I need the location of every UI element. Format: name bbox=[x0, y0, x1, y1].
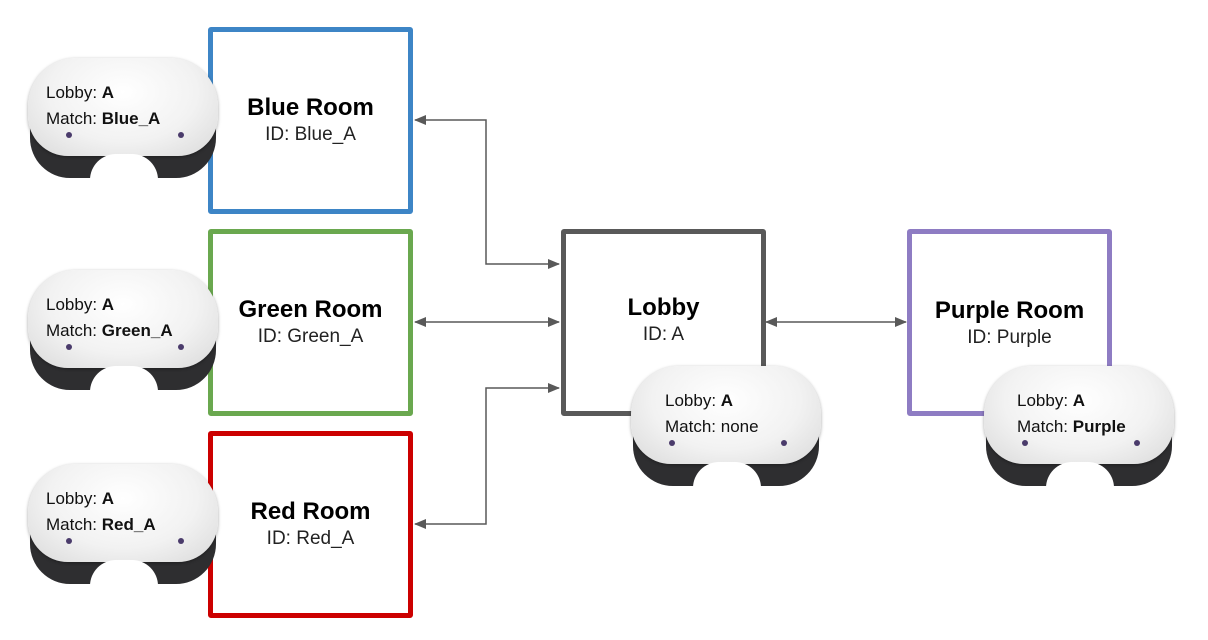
vr-headset-lobby: Lobby: A Match: none bbox=[629, 366, 825, 488]
lobby-value: A bbox=[101, 489, 115, 508]
purple-room-id: ID: Purple bbox=[967, 327, 1052, 348]
vr-headset-green: Lobby: A Match: Green_A bbox=[26, 270, 222, 392]
headset-nose-notch bbox=[90, 154, 158, 180]
match-label: Match: bbox=[46, 109, 102, 128]
match-value: Blue_A bbox=[101, 109, 161, 128]
match-label: Match: bbox=[46, 515, 102, 534]
vr-headset-purple: Lobby: A Match: Purple bbox=[982, 366, 1178, 488]
lobby-label: Lobby: bbox=[46, 83, 102, 102]
match-label: Match: bbox=[665, 417, 721, 436]
headset-nose-notch bbox=[693, 462, 761, 488]
lobby-label: Lobby: bbox=[46, 295, 102, 314]
purple-room-title: Purple Room bbox=[934, 297, 1085, 324]
headset-icon bbox=[28, 270, 218, 368]
green-room-id: ID: Green_A bbox=[257, 326, 364, 347]
match-value: Purple bbox=[1072, 417, 1126, 436]
green-room-title: Green Room bbox=[238, 296, 383, 323]
match-value: none bbox=[720, 417, 759, 436]
headset-icon bbox=[28, 464, 218, 562]
headset-camera-icon bbox=[178, 538, 184, 544]
lobby-label: Lobby: bbox=[46, 489, 102, 508]
headset-icon bbox=[631, 366, 821, 464]
headset-camera-icon bbox=[66, 132, 72, 138]
match-label: Match: bbox=[46, 321, 102, 340]
headset-camera-icon bbox=[781, 440, 787, 446]
headset-nose-notch bbox=[1046, 462, 1114, 488]
red-room: Red Room ID: Red_A bbox=[208, 431, 413, 618]
vr-headset-blue: Lobby: A Match: Blue_A bbox=[26, 58, 222, 180]
headset-status: Lobby: A Match: none bbox=[665, 388, 759, 440]
lobby-room-id: ID: A bbox=[642, 324, 685, 345]
lobby-value: A bbox=[720, 391, 734, 410]
headset-status: Lobby: A Match: Red_A bbox=[46, 486, 156, 538]
headset-camera-icon bbox=[178, 344, 184, 350]
headset-camera-icon bbox=[66, 538, 72, 544]
headset-camera-icon bbox=[66, 344, 72, 350]
lobby-label: Lobby: bbox=[1017, 391, 1073, 410]
headset-camera-icon bbox=[1134, 440, 1140, 446]
lobby-room-title: Lobby bbox=[627, 294, 700, 321]
red-room-id: ID: Red_A bbox=[266, 528, 355, 549]
lobby-value: A bbox=[101, 295, 115, 314]
vr-headset-red: Lobby: A Match: Red_A bbox=[26, 464, 222, 586]
lobby-value: A bbox=[1072, 391, 1086, 410]
blue-room-id: ID: Blue_A bbox=[265, 124, 356, 145]
match-value: Red_A bbox=[101, 515, 156, 534]
blue-room: Blue Room ID: Blue_A bbox=[208, 27, 413, 214]
headset-nose-notch bbox=[90, 560, 158, 586]
red-room-title: Red Room bbox=[250, 498, 371, 525]
headset-status: Lobby: A Match: Blue_A bbox=[46, 80, 160, 132]
lobby-label: Lobby: bbox=[665, 391, 721, 410]
headset-status: Lobby: A Match: Green_A bbox=[46, 292, 173, 344]
lobby-value: A bbox=[101, 83, 115, 102]
headset-nose-notch bbox=[90, 366, 158, 392]
headset-icon bbox=[28, 58, 218, 156]
match-label: Match: bbox=[1017, 417, 1073, 436]
match-value: Green_A bbox=[101, 321, 173, 340]
headset-status: Lobby: A Match: Purple bbox=[1017, 388, 1126, 440]
blue-room-title: Blue Room bbox=[247, 94, 374, 121]
arrow-lobby-blue bbox=[414, 115, 560, 269]
headset-camera-icon bbox=[178, 132, 184, 138]
headset-camera-icon bbox=[1022, 440, 1028, 446]
arrow-lobby-red bbox=[414, 383, 560, 529]
headset-camera-icon bbox=[669, 440, 675, 446]
green-room: Green Room ID: Green_A bbox=[208, 229, 413, 416]
headset-icon bbox=[984, 366, 1174, 464]
